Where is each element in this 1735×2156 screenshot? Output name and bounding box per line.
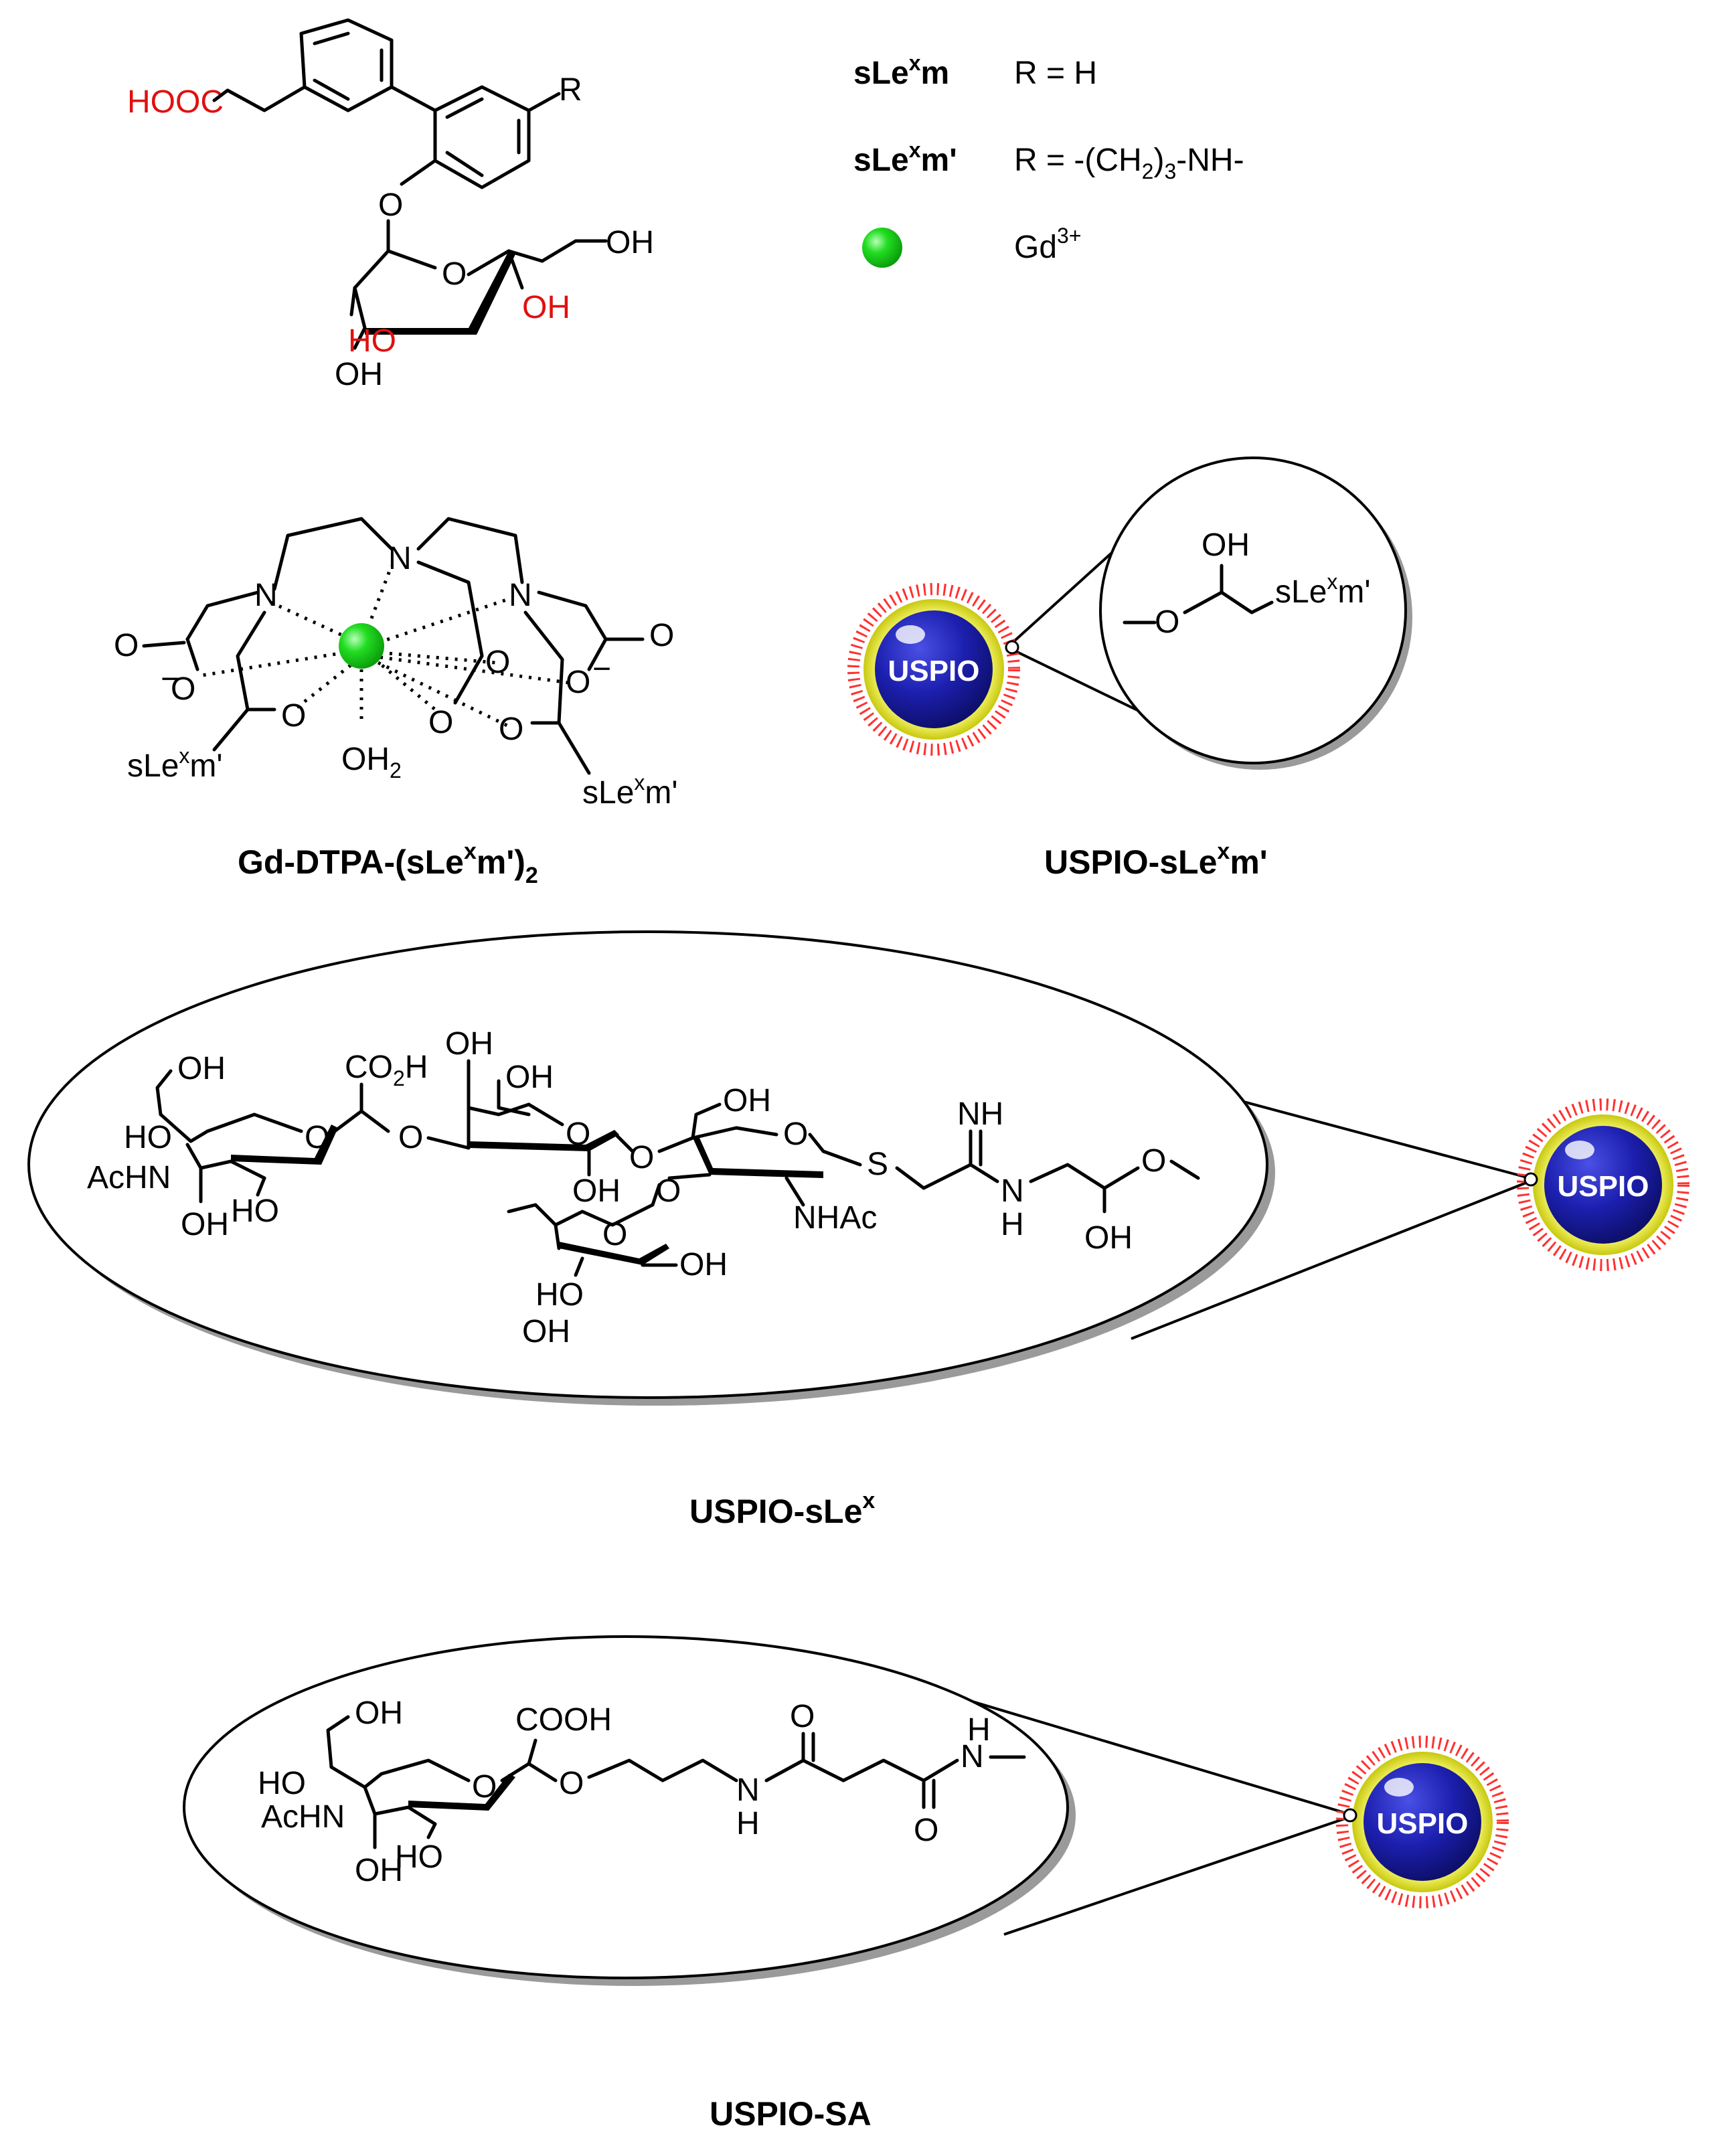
o-left-carboxylate: O — [171, 671, 195, 707]
water-label: OH2 — [341, 742, 402, 782]
oh4-label: OH — [522, 290, 570, 325]
slex-nh-imine: NH — [957, 1096, 1003, 1132]
gd-dtpa-complex: N N N O O − O sLexm' O O O O − O sLexm' — [114, 517, 678, 888]
legend: sLexm R = H sLexm' R = -(CH2)3-NH- Gd3+ — [853, 51, 1244, 268]
oh2-label: OH — [335, 357, 383, 392]
sa-cooh: COOH — [515, 1702, 612, 1738]
o-center-2: O — [428, 705, 453, 740]
gd-sphere-icon — [862, 228, 902, 268]
slex-o-end: O — [1141, 1143, 1166, 1179]
slex-ho-c: HO — [535, 1277, 584, 1313]
slex-o-link1: O — [398, 1120, 423, 1155]
slex-nhac: NHAc — [793, 1200, 877, 1236]
o-right-carbonyl: O — [649, 618, 674, 653]
legend-def-gd: Gd3+ — [1014, 224, 1082, 265]
slex-ring-o1: O — [305, 1120, 329, 1155]
uspio-label: USPIO — [888, 655, 980, 687]
slex-oh-h: OH — [522, 1314, 570, 1349]
slex-ring-o2: O — [566, 1116, 590, 1152]
uspio-sa-panel: OH HO AcHN OH HO O COOH O N H O O N H — [183, 1635, 1509, 2133]
o-right-carboxylate: O — [566, 665, 590, 700]
r-group-label: R — [559, 72, 582, 108]
gd-complex-title: Gd-DTPA-(sLexm')2 — [238, 839, 538, 888]
uspio-nanoparticle: USPIO — [1517, 1098, 1689, 1271]
uspio-nanoparticle: USPIO — [847, 583, 1020, 756]
gd-ion-icon — [339, 623, 384, 669]
n-right-label: N — [509, 578, 532, 613]
sa-o-link: O — [559, 1766, 584, 1801]
o-link-label: O — [378, 187, 403, 223]
slex-oh-f: OH — [723, 1083, 771, 1118]
zoom-ellipse — [183, 1635, 1069, 1979]
n-left-label: N — [254, 578, 278, 613]
o-left-carbonyl: O — [114, 628, 139, 663]
sa-achn: AcHN — [261, 1799, 345, 1835]
slex-oh-a: OH — [177, 1051, 226, 1086]
slex-s: S — [867, 1147, 888, 1182]
uspio-nanoparticle: USPIO — [1336, 1736, 1509, 1908]
slex-ho-b: HO — [231, 1193, 279, 1229]
minus-left: − — [161, 661, 179, 697]
slex-oh-end: OH — [1084, 1220, 1133, 1256]
slex-mimetic-structure: HOOC R O O OH OH HO OH — [127, 18, 654, 392]
ligand-label: sLexm' — [1275, 570, 1371, 610]
oh-label: OH — [1202, 527, 1250, 563]
o-center: O — [485, 645, 510, 680]
sa-ho-a: HO — [258, 1766, 306, 1801]
slex-h: H — [1001, 1207, 1024, 1242]
uspio-slexm-prime-title: USPIO-sLexm' — [1044, 839, 1268, 881]
slex-oh-e: OH — [572, 1173, 621, 1209]
sa-ring-o: O — [472, 1769, 497, 1805]
slex-o-link3: O — [656, 1173, 681, 1209]
uspio-sa-title: USPIO-SA — [710, 2095, 872, 2133]
minus-right: − — [592, 651, 611, 687]
slex-ring-o4: O — [602, 1217, 627, 1252]
ligand-right-label: sLexm' — [582, 770, 678, 811]
o-label: O — [1155, 604, 1179, 640]
sa-h2: H — [967, 1712, 991, 1748]
uspio-slexm-prime-panel: O OH sLexm' USPIO USPIO-sLexm' — [847, 457, 1412, 881]
slex-n: N — [1001, 1173, 1024, 1209]
sa-n2: N — [961, 1739, 984, 1774]
legend-name-slexm: sLexm — [853, 51, 949, 91]
oh6-label: OH — [606, 225, 654, 260]
slex-oh-c: OH — [445, 1026, 493, 1062]
slex-achn: AcHN — [87, 1160, 171, 1195]
uspio-slex-panel: OH HO AcHN OH HO O CO2H O OH OH O OH O — [27, 930, 1689, 1530]
sa-oh-a: OH — [355, 1695, 403, 1731]
slex-ho-a: HO — [124, 1120, 172, 1155]
uspio-label: USPIO — [1558, 1170, 1649, 1203]
ligand-left-label: sLexm' — [127, 744, 223, 784]
zoom-ellipse — [27, 930, 1268, 1399]
uspio-slex-title: USPIO-sLex — [689, 1488, 875, 1530]
o-left-amide: O — [281, 698, 306, 734]
sa-h1: H — [736, 1806, 760, 1841]
sa-oh-b: OH — [355, 1853, 403, 1888]
slex-oh-b: OH — [181, 1207, 229, 1242]
legend-def-slexm: R = H — [1014, 56, 1097, 91]
oh3-label: HO — [348, 323, 396, 359]
slex-oh-g: OH — [679, 1247, 728, 1282]
uspio-label: USPIO — [1377, 1807, 1469, 1840]
acid-label: HOOC — [127, 84, 224, 120]
legend-def-slexm-prime: R = -(CH2)3-NH- — [1014, 143, 1244, 183]
slex-oh-d: OH — [505, 1060, 554, 1095]
sugar-ring-o: O — [442, 256, 467, 292]
slex-co2h: CO2H — [345, 1050, 428, 1090]
slex-ring-o3: O — [783, 1116, 808, 1152]
sa-ho-b: HO — [395, 1839, 443, 1875]
legend-name-slexm-prime: sLexm' — [853, 138, 957, 178]
sa-o-amide1: O — [790, 1699, 815, 1734]
sa-o-amide2: O — [914, 1813, 938, 1848]
n-top-label: N — [388, 541, 412, 576]
sa-n1: N — [736, 1772, 760, 1808]
slex-o-link2: O — [629, 1140, 654, 1175]
o-right-amide: O — [499, 712, 523, 747]
